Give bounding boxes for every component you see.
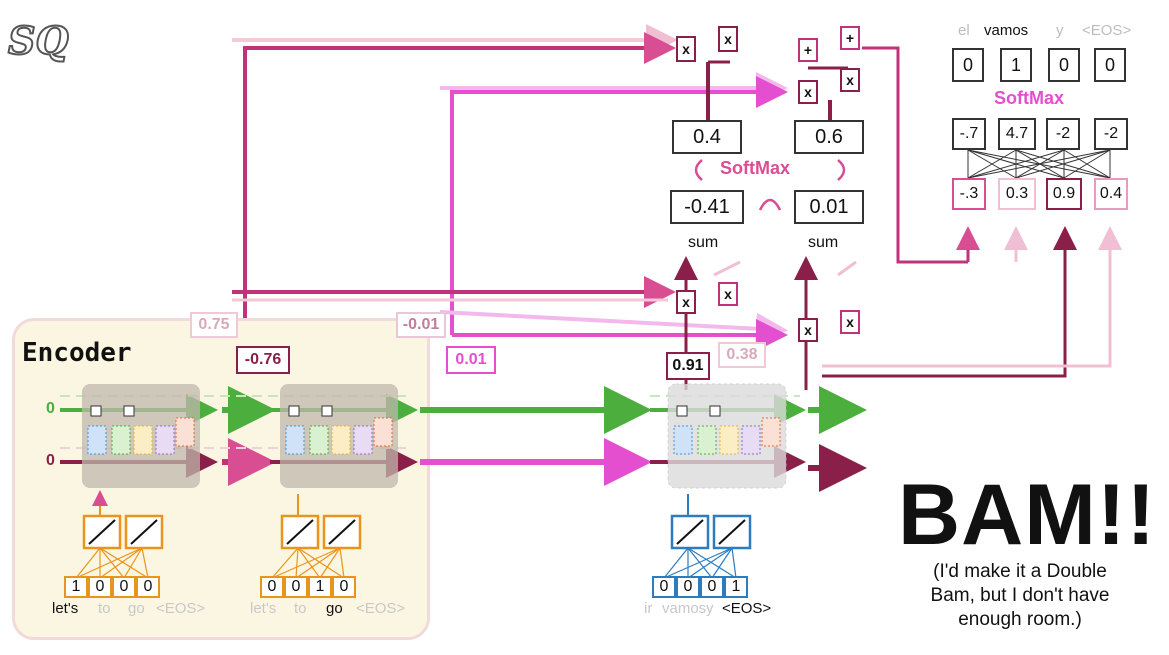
encoder-word: go — [128, 600, 145, 617]
encoder-word: to — [98, 600, 111, 617]
output-input: -.3 — [952, 178, 986, 210]
decoder-one-hot: 0 — [676, 576, 700, 598]
output-logit: -.7 — [952, 118, 986, 150]
encoder-word: let's — [250, 600, 277, 617]
bam-subtitle-line: Bam, but I don't have — [930, 585, 1110, 606]
similarity-score: -0.76 — [236, 346, 290, 374]
bam-subtitle: (I'd make it a Double Bam, but I don't h… — [900, 560, 1140, 632]
output-input: 0.3 — [998, 178, 1036, 210]
multiply-node: x — [718, 282, 738, 306]
decoder-word: vamos — [662, 600, 707, 617]
encoder-one-hot: 1 — [64, 576, 88, 598]
decoder-one-hot: 1 — [724, 576, 748, 598]
sum-label: sum — [688, 234, 719, 251]
similarity-score: -0.01 — [396, 312, 446, 338]
encoder-one-hot: 0 — [136, 576, 160, 598]
multiply-node: x — [840, 68, 860, 92]
encoder-title: Encoder — [22, 338, 132, 368]
decoder-word: y — [706, 600, 714, 617]
encoder-one-hot: 0 — [332, 576, 356, 598]
encoder-one-hot: 0 — [112, 576, 136, 598]
similarity-score: 0.38 — [718, 342, 766, 368]
decoder-word: ir — [644, 600, 653, 617]
encoder-cell-state-long: 0 — [46, 400, 55, 417]
output-input: 0.9 — [1046, 178, 1082, 210]
similarity-score: 0.75 — [190, 312, 238, 338]
encoder-word: <EOS> — [156, 600, 206, 617]
decoder-one-hot: 0 — [700, 576, 724, 598]
add-node: + — [840, 26, 860, 50]
similarity-score: 0.91 — [666, 352, 710, 380]
output-word: vamos — [984, 22, 1029, 39]
output-logit: -2 — [1046, 118, 1080, 150]
encoder-word: let's — [52, 600, 79, 617]
encoder-word: go — [326, 600, 343, 617]
sum-label: sum — [808, 234, 839, 251]
attention-sum: -0.41 — [670, 190, 744, 224]
output-one-hot: 0 — [1048, 48, 1080, 82]
multiply-node: x — [676, 290, 696, 314]
encoder-word: <EOS> — [356, 600, 406, 617]
encoder-one-hot: 0 — [88, 576, 112, 598]
output-one-hot: 0 — [952, 48, 984, 82]
multiply-node: x — [718, 26, 738, 52]
multiply-node: x — [798, 318, 818, 342]
output-one-hot: 0 — [1094, 48, 1126, 82]
encoder-cell-state-short: 0 — [46, 452, 55, 469]
add-node: + — [798, 38, 818, 62]
bam-subtitle-line: enough room.) — [958, 609, 1082, 630]
multiply-node: x — [798, 80, 818, 104]
output-word: el — [958, 22, 970, 39]
attention-sum: 0.01 — [794, 190, 864, 224]
encoder-one-hot: 0 — [284, 576, 308, 598]
bam-title: BAM!! — [898, 467, 1157, 563]
output-one-hot: 1 — [1000, 48, 1032, 82]
bam-subtitle-line: (I'd make it a Double — [933, 561, 1107, 582]
attention-softmax-label: SoftMax — [720, 158, 791, 178]
encoder-word: to — [294, 600, 307, 617]
encoder-one-hot: 0 — [260, 576, 284, 598]
attention-weight: 0.6 — [794, 120, 864, 154]
output-word: y — [1056, 22, 1064, 39]
output-logit: 4.7 — [998, 118, 1036, 150]
output-word: <EOS> — [1082, 22, 1132, 39]
multiply-node: x — [676, 36, 696, 62]
output-logit: -2 — [1094, 118, 1128, 150]
multiply-node: x — [840, 310, 860, 334]
encoder-one-hot: 1 — [308, 576, 332, 598]
similarity-score: 0.01 — [446, 346, 496, 374]
decoder-one-hot: 0 — [652, 576, 676, 598]
output-input: 0.4 — [1094, 178, 1128, 210]
decoder-word: <EOS> — [722, 600, 772, 617]
logo: SQ — [7, 17, 70, 64]
output-softmax-label: SoftMax — [994, 88, 1065, 108]
attention-weight: 0.4 — [672, 120, 742, 154]
